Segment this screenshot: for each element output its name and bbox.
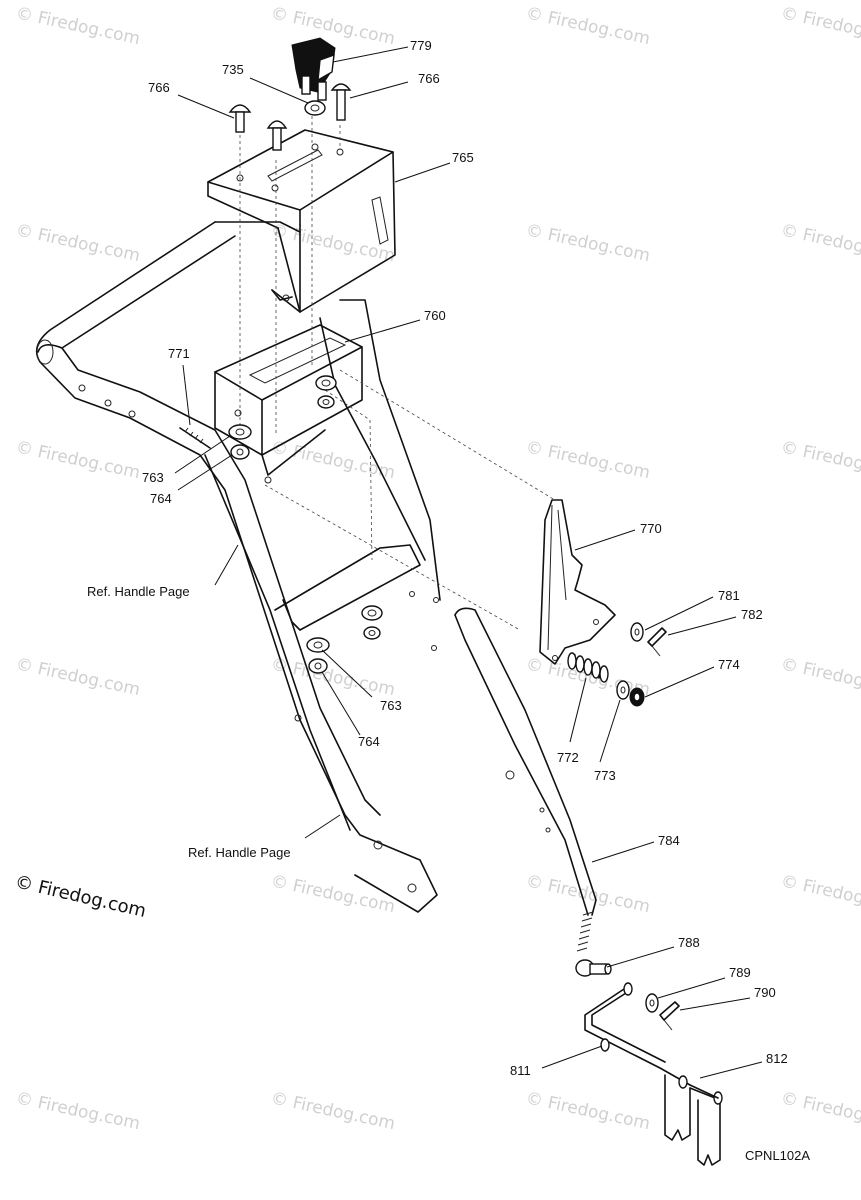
callout-811: 811 (510, 1063, 531, 1078)
watermark: © Firedog.com (524, 437, 652, 483)
bracket-812 (664, 1074, 723, 1166)
bracket-hole (311, 143, 319, 151)
handle-hole (78, 384, 86, 392)
handle-hole (431, 645, 437, 651)
callout-766: 766 (148, 80, 170, 95)
callout-788: 788 (678, 935, 700, 950)
bracket-hole (271, 184, 279, 192)
handle-hole (409, 591, 415, 597)
watermark: © Firedog.com (14, 1088, 142, 1134)
watermark: © Firedog.com (269, 654, 397, 700)
callout-779: 779 (410, 38, 432, 53)
callout-789: 789 (729, 965, 751, 980)
bolt-771 (179, 427, 211, 449)
watermark: © Firedog.com (524, 871, 652, 917)
callout-773: 773 (594, 768, 616, 783)
watermark: © Firedog.com (524, 1088, 652, 1134)
callout-766: 766 (418, 71, 440, 86)
washers-upper (228, 375, 337, 460)
callout-770: 770 (640, 521, 662, 536)
watermark: © Firedog.com (779, 871, 861, 917)
watermark: © Firedog.com (14, 437, 142, 483)
watermark: © Firedog.com (14, 654, 142, 700)
callout-812: 812 (766, 1051, 788, 1066)
watermark: © Firedog.com (14, 220, 142, 266)
knob-779 (291, 37, 336, 101)
callout-790: 790 (754, 985, 776, 1000)
nut-735 (304, 100, 326, 116)
callout-735: 735 (222, 62, 244, 77)
watermark: © Firedog.com (779, 3, 861, 49)
copyright-notice: © Firedog.com (13, 871, 148, 922)
callout-784: 784 (658, 833, 680, 848)
callout-763: 763 (380, 698, 402, 713)
swivel-788 (575, 959, 612, 977)
watermark: © Firedog.com (269, 3, 397, 49)
shaft-811 (584, 982, 691, 1086)
handle-hole (128, 410, 136, 418)
watermark: © Firedog.com (269, 1088, 397, 1134)
callout-781: 781 (718, 588, 740, 603)
watermark: © Firedog.com (269, 437, 397, 483)
lever-770 (539, 499, 616, 665)
watermark: © Firedog.com (779, 220, 861, 266)
bracket-slot (371, 196, 389, 245)
watermark: © Firedog.com (524, 3, 652, 49)
bracket-slot (267, 149, 323, 182)
handle-hole (407, 883, 417, 893)
assembly-guides (239, 110, 556, 631)
callout-774: 774 (718, 657, 740, 672)
handle-tube-end (36, 339, 54, 365)
callout-764: 764 (150, 491, 172, 506)
callout-772: 772 (557, 750, 579, 765)
callout-765: 765 (452, 150, 474, 165)
callout-782: 782 (741, 607, 763, 622)
callout-ref-handle-page: Ref. Handle Page (87, 584, 190, 599)
handle-hole (294, 714, 302, 722)
handle-hole (104, 399, 112, 407)
watermark: © Firedog.com (779, 654, 861, 700)
watermark: © Firedog.com (779, 437, 861, 483)
bracket-hole (282, 294, 290, 302)
carriage-bolts-766 (228, 83, 352, 151)
handle-hole (433, 597, 439, 603)
callout-760: 760 (424, 308, 446, 323)
watermark: © Firedog.com (269, 871, 397, 917)
callout-763: 763 (142, 470, 164, 485)
rod-784 (454, 607, 597, 952)
bracket-hole (236, 174, 244, 182)
leader-lines (174, 46, 763, 1079)
watermark: © Firedog.com (524, 220, 652, 266)
cotter-pin-782 (647, 627, 667, 657)
diagram-code: CPNL102A (745, 1148, 810, 1163)
channel-bracket-760 (214, 324, 363, 484)
callout-ref-handle-page: Ref. Handle Page (188, 845, 291, 860)
washer-781 (630, 622, 644, 642)
washers-lower (306, 605, 383, 674)
handle-hole (373, 840, 383, 850)
washer-773 (616, 680, 630, 700)
watermark: © Firedog.com (779, 1088, 861, 1134)
watermark: © Firedog.com (14, 3, 142, 49)
nut-774 (629, 687, 645, 707)
washer-789 (645, 993, 659, 1013)
callout-labels: 779 735 766 766 765 760 771 763 764 Ref.… (87, 38, 810, 1163)
cotter-pin-790 (659, 1001, 680, 1031)
top-bracket-765 (207, 129, 396, 313)
watermark: © Firedog.com (269, 220, 397, 266)
callout-764: 764 (358, 734, 380, 749)
handle-assembly (35, 221, 441, 913)
spring-772 (567, 652, 609, 683)
callout-771: 771 (168, 346, 190, 361)
